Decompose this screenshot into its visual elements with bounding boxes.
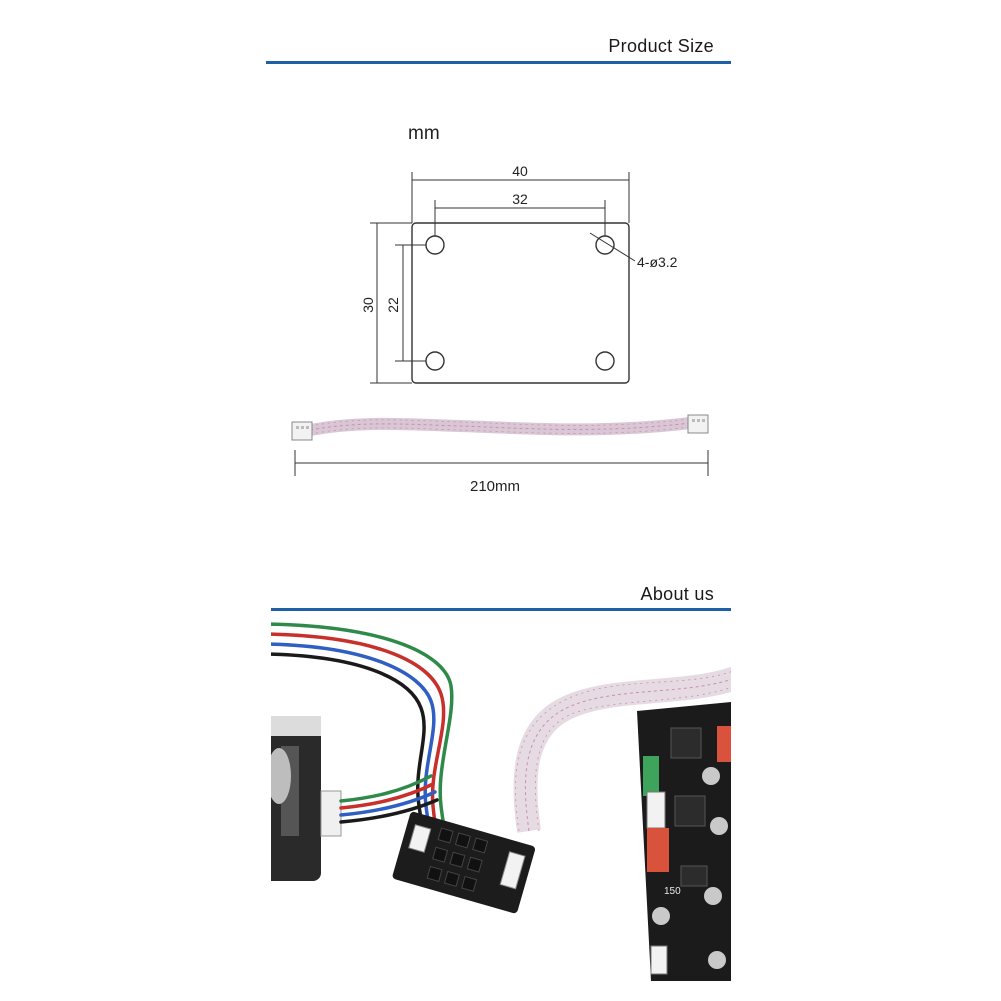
hole-callout-label: 4-ø3.2 bbox=[637, 254, 678, 270]
board-dimension-drawing: 40 32 30 22 4-ø3.2 210mm bbox=[291, 163, 709, 495]
section-title-about-us: About us bbox=[640, 584, 714, 604]
section-divider-about-us bbox=[271, 608, 731, 611]
tl-smoother-module bbox=[392, 811, 536, 914]
mainboard-label: 150 bbox=[664, 886, 681, 897]
board-outline bbox=[411, 222, 630, 384]
unit-label: mm bbox=[408, 123, 440, 144]
ribbon-cable bbox=[291, 414, 709, 441]
section-divider-product-size bbox=[266, 61, 731, 64]
mounting-hole-top-left bbox=[425, 235, 445, 255]
mounting-hole-bottom-right bbox=[595, 351, 615, 371]
cable-connector-left bbox=[291, 421, 313, 441]
hole-callout-leader bbox=[589, 232, 636, 262]
cable-length-label: 210mm bbox=[470, 478, 520, 495]
stepper-motor bbox=[271, 716, 342, 881]
mainboard: 150 bbox=[637, 701, 731, 981]
dimension-label-hole-spacing-y: 22 bbox=[385, 297, 401, 313]
cable-connector-right bbox=[687, 414, 709, 434]
dimension-label-hole-spacing-x: 32 bbox=[512, 191, 528, 207]
dimension-label-width: 40 bbox=[512, 163, 528, 179]
dimension-label-height: 30 bbox=[360, 297, 376, 313]
section-title-product-size: Product Size bbox=[608, 36, 714, 56]
product-photo: 150 bbox=[271, 616, 731, 981]
mounting-hole-bottom-left bbox=[425, 351, 445, 371]
